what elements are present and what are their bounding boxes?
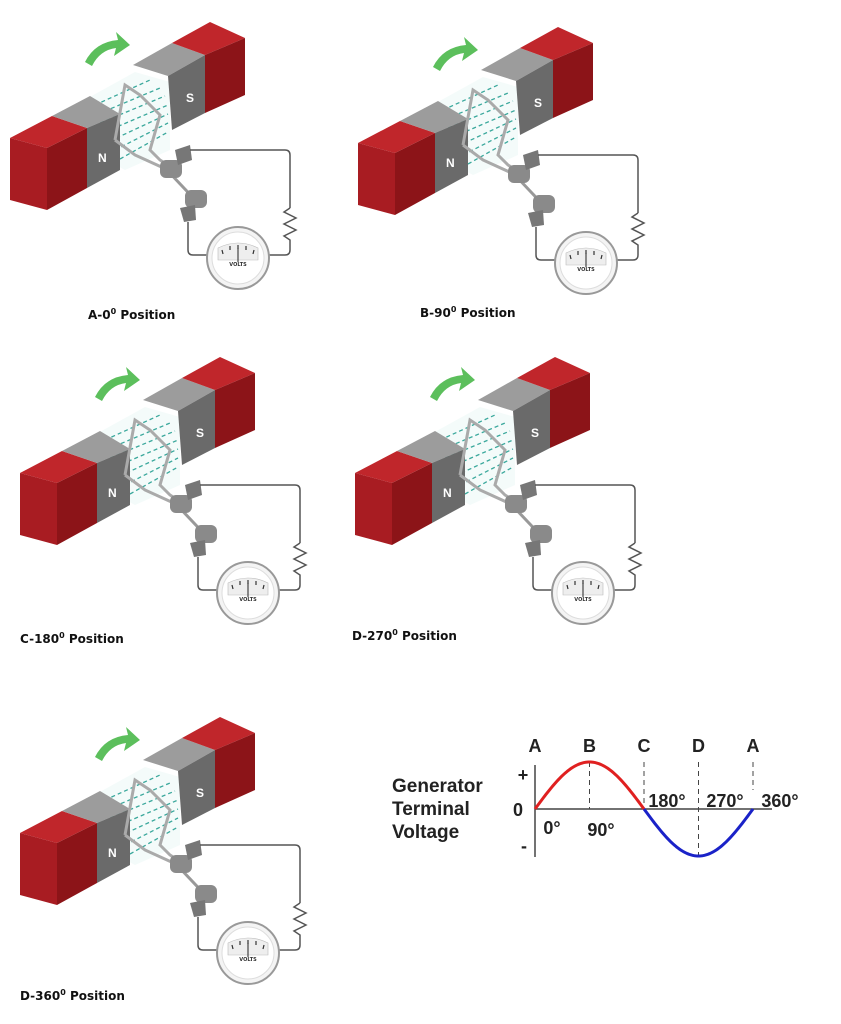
generator-diagram-b: N S VOLTS xyxy=(348,15,648,315)
caption-c: C-1800 Position xyxy=(20,631,124,646)
ylabel-line: Voltage xyxy=(392,822,460,843)
caption-text: D-270 xyxy=(352,629,393,643)
y-tick-label: + xyxy=(518,765,529,785)
position-label: B xyxy=(583,736,596,756)
south-pole-label: S xyxy=(186,91,194,105)
position-label: A xyxy=(747,736,760,756)
north-pole-label: N xyxy=(446,156,455,170)
caption-b: B-900 Position xyxy=(420,305,516,320)
x-tick-label: 270° xyxy=(706,791,743,811)
south-pole-label: S xyxy=(534,96,542,110)
south-pole-label: S xyxy=(196,786,204,800)
y-tick-label: 0 xyxy=(513,800,523,820)
meter-label: VOLTS xyxy=(574,597,592,603)
x-tick-label: 180° xyxy=(648,791,685,811)
ylabel-line: Generator xyxy=(392,776,483,797)
generator-diagram-e: N S VOLTS xyxy=(10,705,310,1005)
caption-suffix: Position xyxy=(116,308,176,322)
generator-illustration: N S VOLTS xyxy=(18,355,308,626)
north-pole-label: N xyxy=(108,486,117,500)
generator-diagram-a: N S VOLTS xyxy=(0,10,300,310)
north-pole-label: N xyxy=(98,151,107,165)
degree-mark: 0 xyxy=(392,628,398,637)
x-tick-label: 0° xyxy=(543,818,560,838)
caption-suffix: Position xyxy=(456,306,516,320)
position-label: A xyxy=(529,736,542,756)
caption-text: C-180 xyxy=(20,632,60,646)
voltage-axis-label: Generator Terminal Voltage xyxy=(392,775,483,844)
position-label: C xyxy=(638,736,651,756)
generator-illustration: N S VOLTS xyxy=(356,25,646,296)
position-label: D xyxy=(692,736,705,756)
negative-half-curve xyxy=(642,808,755,858)
caption-text: B-90 xyxy=(420,306,451,320)
meter-label: VOLTS xyxy=(577,267,595,273)
caption-a: A-00 Position xyxy=(88,307,175,322)
degree-mark: 0 xyxy=(450,305,457,314)
north-pole-label: N xyxy=(108,846,117,860)
degree-mark: 0 xyxy=(59,631,65,640)
generator-illustration: N S VOLTS xyxy=(18,715,308,986)
meter-label: VOLTS xyxy=(239,597,257,603)
degree-mark: 0 xyxy=(60,988,66,997)
caption-text: D-360 xyxy=(20,989,61,1003)
generator-illustration: N S VOLTS xyxy=(353,355,643,626)
south-pole-label: S xyxy=(531,426,539,440)
caption-d: D-2700 Position xyxy=(352,628,457,643)
meter-label: VOLTS xyxy=(239,957,257,963)
caption-suffix: Position xyxy=(65,989,125,1003)
meter-label: VOLTS xyxy=(229,262,247,268)
degree-mark: 0 xyxy=(110,307,117,316)
ylabel-line: Terminal xyxy=(392,799,470,820)
caption-suffix: Position xyxy=(64,632,124,646)
caption-e: D-3600 Position xyxy=(20,988,125,1003)
generator-illustration: N S VOLTS xyxy=(8,20,298,291)
positive-half-curve xyxy=(533,760,646,810)
caption-suffix: Position xyxy=(397,629,457,643)
generator-diagram-c: N S VOLTS xyxy=(10,345,310,645)
x-tick-label: 90° xyxy=(587,820,614,840)
generator-diagram-d: N S VOLTS xyxy=(345,345,645,645)
caption-text: A-0 xyxy=(88,308,111,322)
x-tick-label: 360° xyxy=(761,791,798,811)
y-tick-label: - xyxy=(521,836,527,856)
north-pole-label: N xyxy=(443,486,452,500)
south-pole-label: S xyxy=(196,426,204,440)
